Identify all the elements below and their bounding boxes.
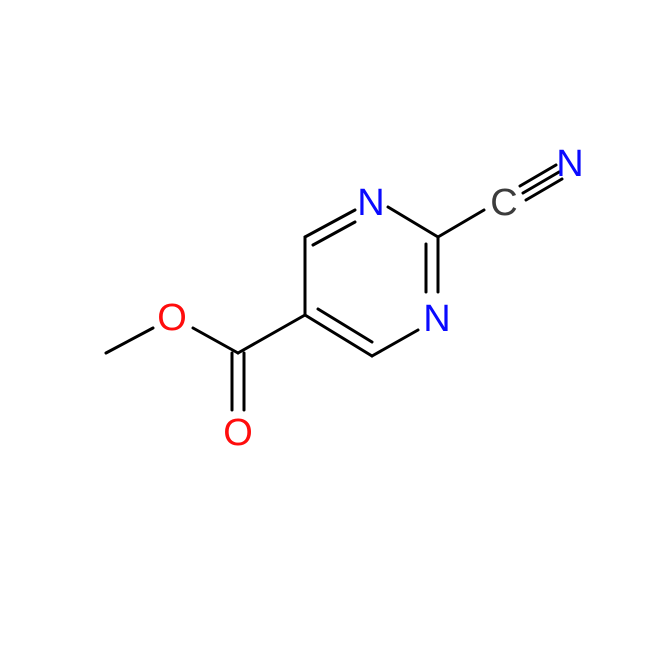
atom-labels: N N C N O O <box>157 143 584 454</box>
bond-c5-ccarbonyl <box>236 313 307 355</box>
bonds <box>104 163 564 412</box>
bond-n1-c2 <box>386 205 440 239</box>
bond-carbonyl-oether <box>191 326 240 355</box>
bond-c2-cnitrile <box>436 208 486 239</box>
bond-oether-methyl <box>104 326 155 355</box>
bond-nitrile-1 <box>518 163 558 188</box>
atom-n-ring-top: N <box>357 182 384 224</box>
bond-n3-c4 <box>370 328 420 358</box>
atom-n-ring-bottom: N <box>423 298 450 340</box>
bond-c6-n1-inner <box>311 220 357 247</box>
bond-c6-n1 <box>303 208 357 239</box>
atom-c-nitrile: C <box>490 182 517 224</box>
bond-nitrile-3 <box>524 177 564 202</box>
atom-n-nitrile: N <box>556 143 583 185</box>
bond-c4-c5 <box>303 313 374 358</box>
bond-nitrile-2 <box>521 170 561 195</box>
bond-c4-c5-inner <box>316 307 374 344</box>
atom-o-ether: O <box>157 297 187 339</box>
atom-o-carbonyl: O <box>223 412 253 454</box>
